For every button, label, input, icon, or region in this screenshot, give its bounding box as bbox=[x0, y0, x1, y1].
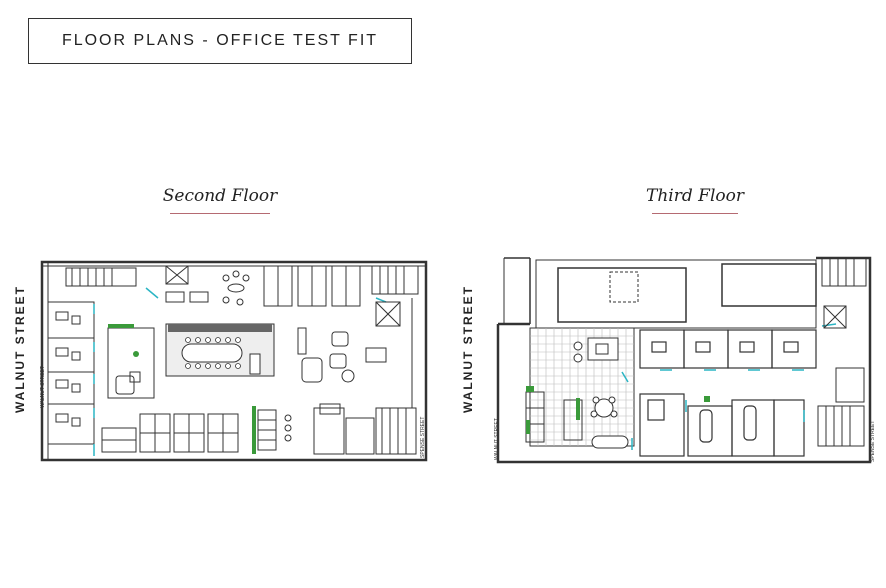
planter-west bbox=[526, 420, 530, 434]
small-street-left: WALNUT STREET bbox=[40, 366, 46, 408]
phone-booths bbox=[257, 409, 292, 451]
window-desks bbox=[525, 391, 583, 443]
bottom-workstations bbox=[101, 413, 239, 453]
roof-terrace bbox=[535, 259, 817, 329]
plant bbox=[133, 351, 139, 357]
planter bbox=[108, 324, 134, 328]
conference-table bbox=[181, 343, 243, 363]
second-floor-plan: WALNUT STREET SPENSE STREET bbox=[40, 260, 428, 462]
page-title-box: FLOOR PLANS - OFFICE TEST FIT bbox=[28, 18, 412, 64]
outer-wall bbox=[40, 260, 428, 462]
lounge-furniture bbox=[573, 337, 629, 449]
northeast-stair bbox=[371, 265, 419, 295]
third-floor-plan: WALNUT STREET SPENSE STREET bbox=[494, 256, 876, 464]
third-floor-street-label: WALNUT STREET bbox=[461, 285, 475, 413]
credenza bbox=[249, 353, 261, 375]
conference-chairs bbox=[185, 337, 241, 369]
small-street-left: WALNUT STREET bbox=[494, 418, 500, 460]
planter-center bbox=[576, 398, 580, 420]
second-floor-underline bbox=[170, 213, 270, 214]
second-floor-street-label: WALNUT STREET bbox=[13, 285, 27, 413]
meeting-rooms bbox=[639, 393, 805, 457]
small-street-right: SPENSE STREET bbox=[870, 421, 876, 462]
lounge-pods bbox=[297, 301, 401, 383]
atrium-opening bbox=[609, 271, 639, 303]
planter-northwest bbox=[526, 386, 534, 392]
left-offices bbox=[47, 301, 95, 445]
skylight bbox=[557, 267, 687, 323]
second-floor-label: Second Floor bbox=[162, 186, 278, 206]
third-floor-label: Third Floor bbox=[646, 186, 744, 206]
stair-elevator-core bbox=[65, 265, 209, 303]
private-offices bbox=[639, 329, 817, 369]
plant-meeting bbox=[704, 396, 710, 402]
east-core bbox=[817, 257, 867, 447]
door-swings bbox=[621, 323, 837, 450]
top-workstations bbox=[222, 265, 361, 307]
reception-area bbox=[107, 327, 155, 399]
planter-wall bbox=[252, 406, 256, 454]
small-street-right: SPENSE STREET bbox=[420, 417, 426, 458]
third-floor-underline bbox=[652, 213, 738, 214]
terrace-deck bbox=[721, 263, 817, 307]
conference-wall-band bbox=[168, 324, 272, 332]
southeast-core bbox=[313, 298, 417, 455]
page-title: FLOOR PLANS - OFFICE TEST FIT bbox=[61, 32, 379, 49]
